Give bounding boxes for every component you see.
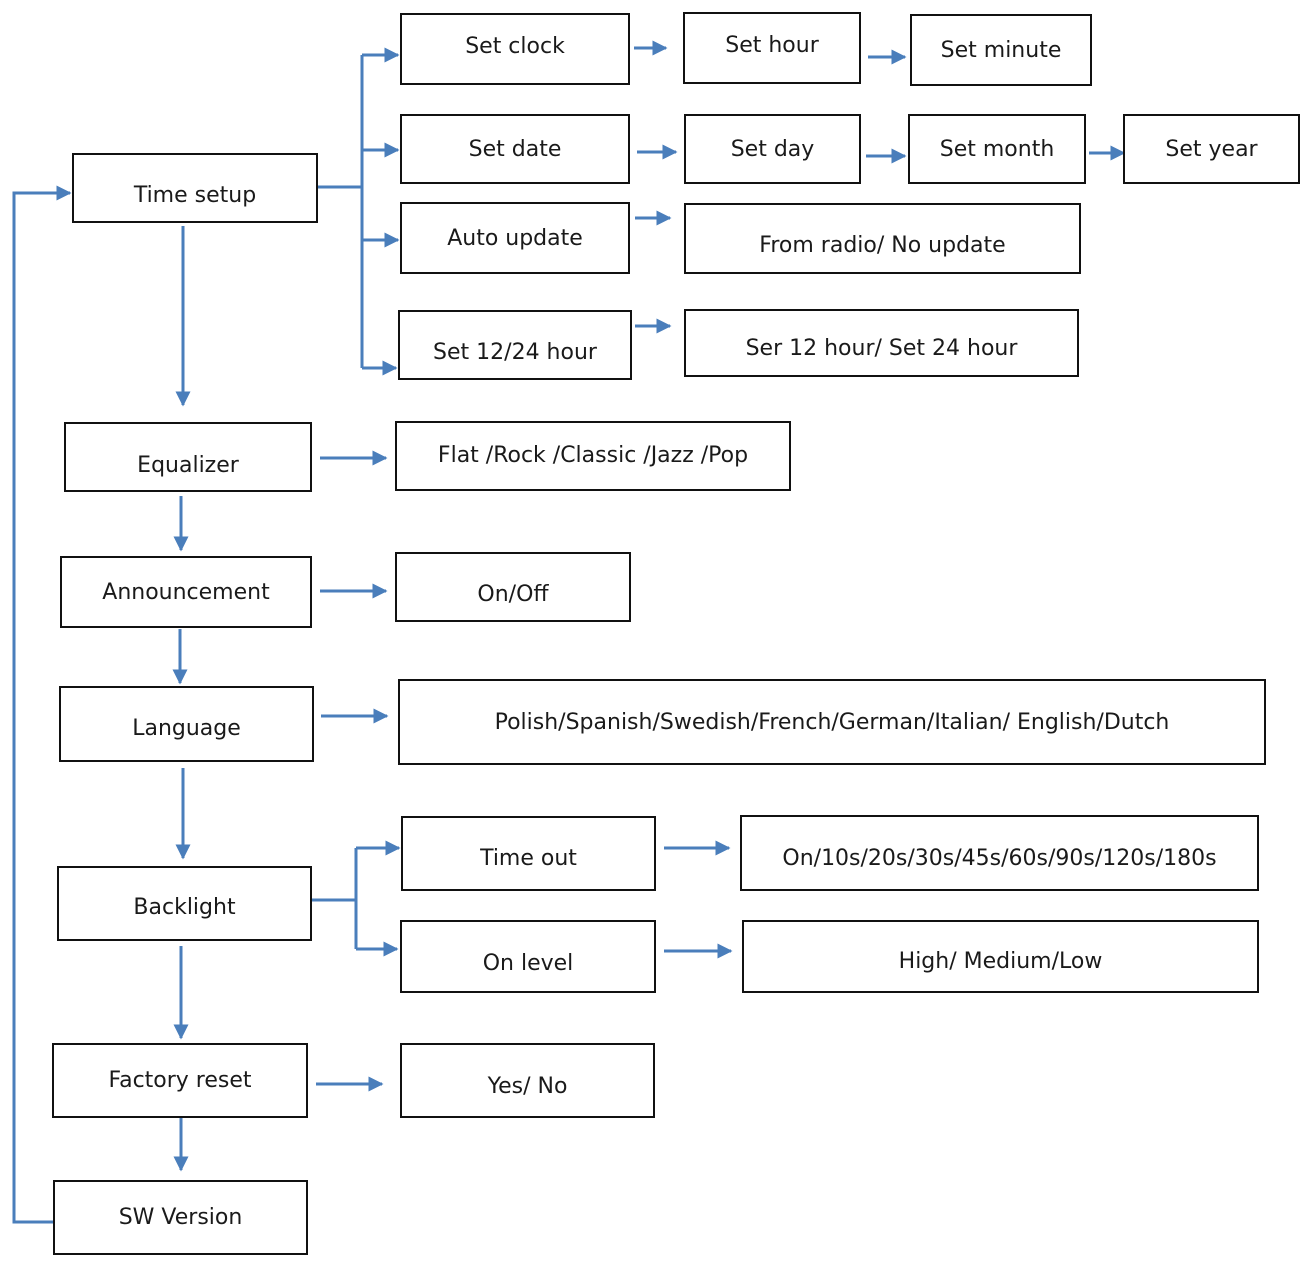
- menu-sw-version: SW Version: [53, 1180, 308, 1255]
- menu-equalizer-label: Equalizer: [137, 452, 239, 478]
- language-options-label: Polish/Spanish/Swedish/French/German/Ita…: [494, 709, 1170, 735]
- on-level-options-label: High/ Medium/Low: [898, 949, 1103, 974]
- on-level-label: On level: [482, 951, 574, 976]
- auto-update-box: Auto update: [400, 202, 630, 274]
- menu-time-setup-label: Time setup: [133, 182, 257, 208]
- set-hour-box: Set hour: [683, 12, 861, 84]
- set-month-box: Set month: [908, 114, 1086, 184]
- equalizer-options-label: Flat /Rock /Classic /Jazz /Pop: [437, 442, 749, 468]
- loop-sw-to-time: [12, 185, 72, 1224]
- time-out-options-box: On/10s/20s/30s/45s/60s/90s/120s/180s: [740, 815, 1259, 891]
- set-12-24-label: Set 12/24 hour: [433, 339, 597, 365]
- set-date-box: Set date: [400, 114, 630, 184]
- menu-language: Language: [59, 686, 314, 762]
- on-level-box: On level: [400, 920, 656, 993]
- set-clock-label: Set clock: [465, 33, 565, 59]
- equalizer-options-box: Flat /Rock /Classic /Jazz /Pop: [395, 421, 791, 491]
- set-year-label: Set year: [1165, 136, 1258, 162]
- menu-equalizer: Equalizer: [64, 422, 312, 492]
- time-out-box: Time out: [401, 816, 656, 891]
- menu-backlight: Backlight: [57, 866, 312, 941]
- announcement-options-label: On/Off: [477, 581, 549, 607]
- set-12-24-options-label: Ser 12 hour/ Set 24 hour: [745, 335, 1018, 361]
- menu-language-label: Language: [132, 715, 241, 741]
- set-minute-label: Set minute: [940, 37, 1062, 63]
- menu-sw-version-label: SW Version: [118, 1205, 243, 1230]
- language-options-box: Polish/Spanish/Swedish/French/German/Ita…: [398, 679, 1266, 765]
- set-12-24-options-box: Ser 12 hour/ Set 24 hour: [684, 309, 1079, 377]
- set-month-label: Set month: [939, 136, 1055, 162]
- set-day-label: Set day: [730, 136, 815, 162]
- factory-reset-options-label: Yes/ No: [487, 1074, 568, 1099]
- set-minute-box: Set minute: [910, 14, 1092, 86]
- on-level-options-box: High/ Medium/Low: [742, 920, 1259, 993]
- menu-factory-reset-label: Factory reset: [108, 1068, 252, 1093]
- menu-time-setup: Time setup: [72, 153, 318, 223]
- set-hour-label: Set hour: [725, 32, 819, 58]
- set-day-box: Set day: [684, 114, 861, 184]
- time-out-options-label: On/10s/20s/30s/45s/60s/90s/120s/180s: [782, 845, 1217, 871]
- auto-update-options-label: From radio/ No update: [759, 233, 1006, 258]
- time-out-label: Time out: [480, 846, 577, 871]
- set-clock-box: Set clock: [400, 13, 630, 85]
- menu-factory-reset: Factory reset: [52, 1043, 308, 1118]
- auto-update-options-box: From radio/ No update: [684, 203, 1081, 274]
- menu-announcement-label: Announcement: [102, 579, 270, 605]
- menu-announcement: Announcement: [60, 556, 312, 628]
- announcement-options-box: On/Off: [395, 552, 631, 622]
- factory-reset-options-box: Yes/ No: [400, 1043, 655, 1118]
- set-12-24-box: Set 12/24 hour: [398, 310, 632, 380]
- set-year-box: Set year: [1123, 114, 1300, 184]
- auto-update-label: Auto update: [447, 225, 583, 251]
- set-date-label: Set date: [468, 136, 562, 162]
- menu-backlight-label: Backlight: [133, 895, 236, 920]
